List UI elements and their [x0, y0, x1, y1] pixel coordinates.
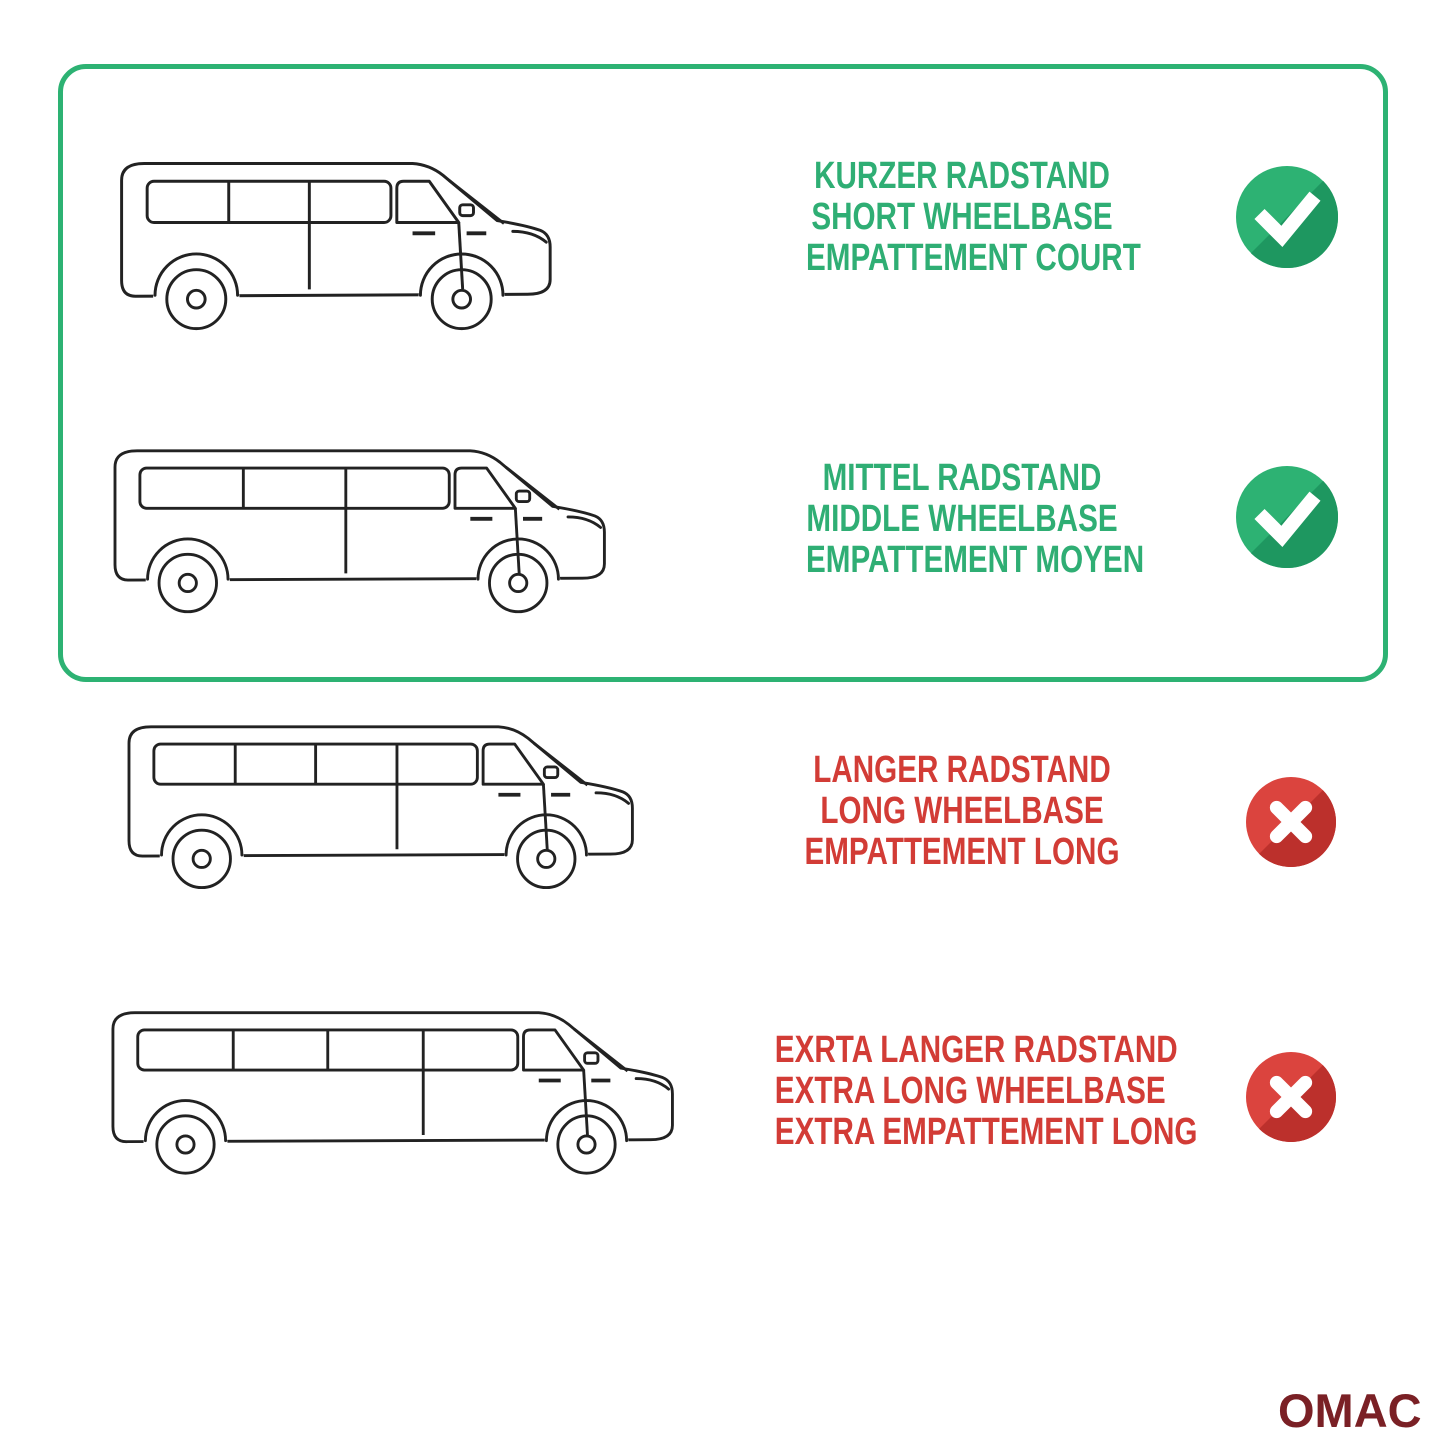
caption-line: MITTEL RADSTAND: [822, 457, 1102, 499]
caption-line: KURZER RADSTAND: [814, 155, 1110, 197]
check-icon: [1236, 166, 1338, 268]
caption-line: LANGER RADSTAND: [813, 749, 1111, 791]
caption-line: EMPATTEMENT COURT: [806, 237, 1141, 280]
cross-icon: [1246, 777, 1336, 867]
caption-line: EMPATTEMENT LONG: [804, 831, 1120, 874]
variant-caption-long-wheelbase: LANGER RADSTAND LONG WHEELBASE EMPATTEME…: [794, 749, 1129, 874]
compatible-variants-box: [58, 64, 1388, 682]
omac-logo: OMAC: [1278, 1384, 1422, 1437]
caption-line: MIDDLE WHEELBASE: [806, 498, 1118, 541]
van-long-wheelbase-illustration: [106, 700, 642, 898]
caption-line: LONG WHEELBASE: [820, 790, 1104, 833]
van-middle-wheelbase-illustration: [92, 424, 614, 622]
caption-line: SHORT WHEELBASE: [811, 196, 1113, 239]
variant-caption-middle-wheelbase: MITTEL RADSTAND MIDDLE WHEELBASE EMPATTE…: [806, 457, 1145, 582]
variant-caption-extra-long-wheelbase: EXRTA LANGER RADSTAND EXTRA LONG WHEELBA…: [774, 1029, 1198, 1154]
check-icon: [1236, 466, 1338, 568]
caption-line: EXTRA EMPATTEMENT LONG: [774, 1111, 1198, 1154]
van-extra-long-wheelbase-illustration: [90, 986, 682, 1183]
cross-icon: [1246, 1052, 1336, 1142]
van-short-wheelbase-illustration: [98, 136, 560, 339]
variant-caption-short-wheelbase: KURZER RADSTAND SHORT WHEELBASE EMPATTEM…: [806, 155, 1141, 280]
caption-line: EXRTA LANGER RADSTAND: [774, 1029, 1178, 1071]
caption-line: EMPATTEMENT MOYEN: [806, 539, 1145, 582]
caption-line: EXTRA LONG WHEELBASE: [774, 1070, 1166, 1113]
